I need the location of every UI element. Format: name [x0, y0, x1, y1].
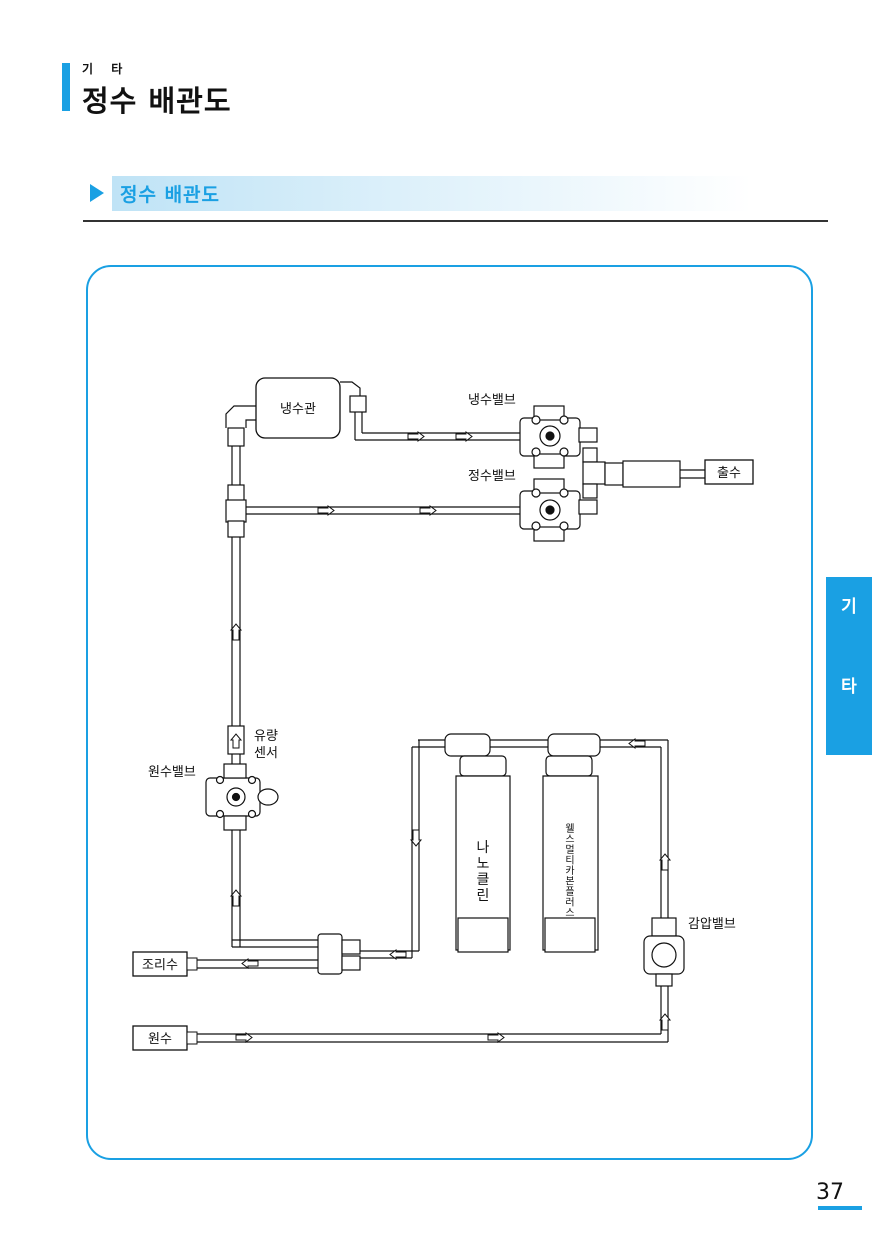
filter-nano-clean: [444, 733, 511, 953]
label-purified-valve: 정수밸브: [468, 469, 516, 484]
f2chars-char-5: 본: [565, 876, 574, 888]
f2chars-char-1: 스: [565, 834, 574, 846]
f2chars-char-2: 멀: [565, 843, 574, 856]
outlet-box: [704, 459, 754, 485]
header-category: 기 타: [82, 62, 125, 76]
f2chars-char-7: 러: [565, 897, 574, 909]
f2chars-char-4: 카: [565, 865, 574, 877]
label-pressure-valve: 감압밸브: [688, 917, 736, 932]
section-triangle-icon: [90, 184, 104, 202]
side-tab-char-2: 타: [841, 677, 857, 697]
label-flow-sensor-2: 센서: [254, 746, 278, 761]
f2chars-char-0: 웰: [565, 823, 574, 835]
label-flow-sensor-1: 유량: [254, 729, 278, 744]
page-number: 37: [816, 1180, 844, 1205]
f1chars-char-0: 나: [477, 840, 490, 856]
flow-arrows: [229, 431, 672, 1043]
side-tab: [826, 577, 872, 755]
manifold: [317, 933, 361, 975]
section-divider: [83, 220, 828, 222]
label-cold-tank: 냉수관: [280, 402, 316, 417]
f1chars-char-1: 노: [477, 856, 490, 872]
label-outlet: 출수: [717, 466, 741, 481]
page-number-underline: [818, 1206, 862, 1210]
source-valve-body: [205, 763, 279, 831]
raw-water-box: [132, 1025, 188, 1051]
f2chars-char-3: 티: [565, 855, 574, 867]
section-band: [112, 176, 752, 211]
f2chars-char-8: 스: [565, 907, 574, 919]
label-source-valve: 원수밸브: [148, 765, 196, 780]
purified-valve-body: [519, 478, 581, 542]
cold-valve-body: [519, 405, 581, 469]
label-cold-valve: 냉수밸브: [468, 393, 516, 408]
cooking-water-box: [132, 951, 188, 977]
label-raw-water: 원수: [148, 1032, 172, 1047]
filter-wellness-multi-carbon-plus: [542, 733, 601, 953]
page-title: 정수 배관도: [82, 84, 232, 118]
f1chars-char-2: 클: [477, 872, 490, 888]
pipes: [197, 410, 705, 1043]
diagram-frame: [86, 265, 813, 1160]
section-title: 정수 배관도: [120, 184, 221, 206]
cold-tank: [255, 377, 341, 439]
f2chars-char-6: 플: [565, 886, 574, 898]
f1chars-char-3: 린: [477, 888, 490, 904]
label-cooking-water: 조리수: [142, 958, 178, 973]
pressure-valve-body: [643, 917, 685, 987]
side-tab-char-1: 기: [841, 597, 857, 617]
header-accent-bar: [62, 63, 70, 111]
